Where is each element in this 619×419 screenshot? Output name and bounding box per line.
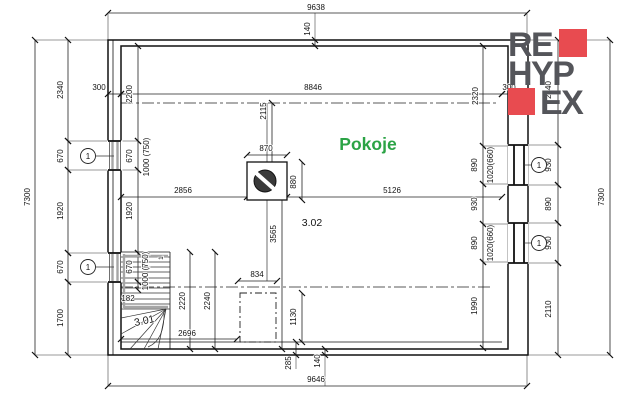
room-name-pokoje: Pokoje	[339, 134, 397, 154]
dim-right-inner-1: 890	[470, 158, 479, 172]
dim-right-outer-3: 930	[544, 236, 553, 250]
stair-first-tread-number: 1	[158, 256, 165, 260]
logo-row2-text: HYP	[508, 55, 574, 93]
dim-right-window-2-size: 1020(660)	[486, 224, 495, 261]
dim-interior-height: 3565	[269, 225, 278, 243]
extension-lines	[35, 13, 610, 386]
dim-left-window-1-size: 1000 (750)	[142, 137, 151, 176]
room-number-302: 3.02	[302, 217, 323, 229]
dim-chimney-width: 870	[259, 144, 273, 153]
dim-offset-right: 300	[502, 83, 516, 92]
dim-left-outer-4: 1700	[56, 309, 65, 327]
dim-right-window-1-size: 1020(660)	[486, 146, 495, 183]
dim-bottom-total: 9646	[307, 375, 325, 384]
dim-room-right: 5126	[383, 186, 401, 195]
dim-right-outer-2: 890	[544, 197, 553, 211]
dim-offset-left: 300	[92, 83, 106, 92]
dim-wall-bottom: 140	[313, 354, 322, 368]
dim-room-left: 2856	[174, 186, 192, 195]
dim-chimney-height: 880	[289, 175, 298, 189]
roof-opening	[239, 292, 277, 343]
dim-right-inner-4: 890	[470, 236, 479, 250]
dim-stair-len-b: 2240	[203, 292, 212, 310]
dim-right-inner-6: 1990	[470, 297, 479, 315]
dim-left-outer-3: 670	[56, 260, 65, 274]
dim-right-inner-3: 930	[470, 197, 479, 211]
dim-top-total: 9638	[307, 3, 325, 12]
window-markers: 1 1 1 1	[80, 148, 547, 275]
window-marker-label: 1	[537, 239, 542, 248]
dim-right-outer-4: 2110	[544, 300, 553, 318]
dim-wall-top: 140	[303, 22, 312, 36]
dim-opening-width: 834	[250, 270, 264, 279]
dim-left-inner-3: 1920	[125, 202, 134, 220]
dimension-labels: 9638 9646 300 8846 300 2856 5126 870 834…	[22, 2, 607, 385]
dim-top-interior: 8846	[304, 83, 322, 92]
dim-left-inner-4: 670	[125, 260, 134, 274]
window-marker-label: 1	[86, 263, 91, 272]
dim-right-inner-0: 2320	[471, 87, 480, 105]
rehypex-logo: RE HYP EX	[508, 26, 587, 122]
window-marker-label: 1	[86, 152, 91, 161]
dim-opening-height: 1130	[289, 308, 298, 326]
dim-left-outer-0: 2340	[56, 81, 65, 99]
dim-ridge-top: 2115	[259, 102, 268, 120]
dim-left-inner-1: 670	[125, 149, 134, 163]
dim-stair-edge: 182	[121, 294, 135, 303]
logo-red-square-bottom	[508, 88, 535, 115]
left-window-2	[107, 252, 123, 283]
dim-left-total: 7300	[23, 188, 32, 206]
dim-left-inner-0: 2200	[125, 85, 134, 103]
dim-left-outer-2: 1920	[56, 202, 65, 220]
dim-right-outer-0: 2440	[544, 81, 553, 99]
dim-left-outer-1: 670	[56, 149, 65, 163]
dimension-lines	[31, 9, 614, 390]
logo-red-square-top	[559, 29, 587, 57]
logo-row3-text: EX	[540, 84, 584, 122]
dim-left-window-2-size: 1000 (750)	[141, 251, 150, 290]
window-marker-label: 1	[537, 161, 542, 170]
chimney	[246, 161, 288, 201]
dim-right-outer-1: 930	[544, 158, 553, 172]
room-number-301: 3.01	[133, 313, 156, 329]
left-window-1	[107, 140, 123, 171]
room-labels: Pokoje 3.02 3.01	[132, 134, 397, 330]
dim-bottom-edge: 285	[284, 356, 293, 370]
dim-stair-run: 2696	[178, 329, 196, 338]
staircase	[120, 251, 171, 350]
walls	[107, 39, 529, 356]
dim-stair-len-a: 2220	[178, 292, 187, 310]
axis-lines	[121, 102, 496, 288]
logo-row1-text: RE	[508, 26, 553, 64]
dim-right-total: 7300	[597, 188, 606, 206]
